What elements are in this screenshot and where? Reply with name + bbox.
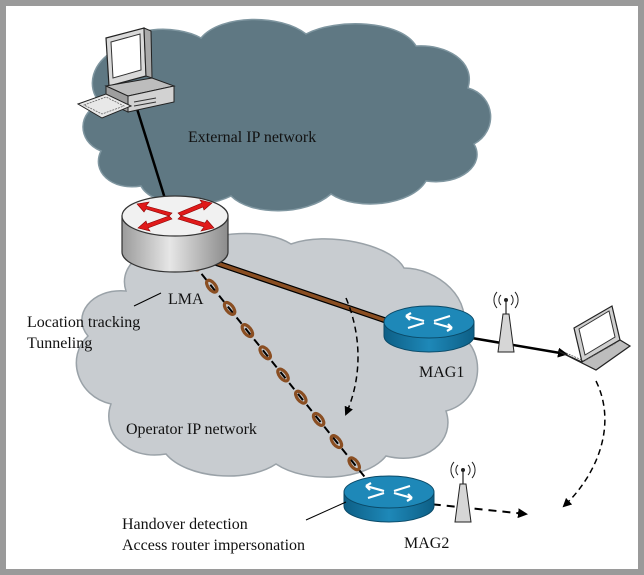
mag2-function-access-router-impersonation: Access router impersonation bbox=[122, 537, 305, 554]
external-ip-network-cloud: External IP network bbox=[82, 18, 492, 212]
chain-link bbox=[222, 300, 237, 316]
mag1-label: MAG1 bbox=[419, 364, 464, 381]
chain-link bbox=[276, 367, 290, 383]
mag2-outward-arrow bbox=[390, 499, 528, 519]
chain-link bbox=[240, 323, 255, 339]
lma-router-icon bbox=[121, 195, 229, 273]
mag1-router-icon bbox=[383, 305, 475, 353]
antenna-icon bbox=[450, 461, 476, 523]
network-diagram: External IP network Operator IP network bbox=[27, 18, 632, 554]
lma-function-location-tracking: Location tracking bbox=[27, 314, 140, 331]
mag2-function-handover-detection: Handover detection bbox=[122, 516, 248, 533]
chain-link bbox=[329, 434, 344, 450]
lma-callout-line bbox=[133, 292, 162, 307]
chain-link bbox=[347, 456, 362, 472]
lma-mag1-tunnel bbox=[183, 250, 397, 326]
lma-label: LMA bbox=[168, 291, 204, 308]
mag2-label: MAG2 bbox=[404, 535, 449, 552]
operator-network-label: Operator IP network bbox=[126, 421, 257, 438]
mag2-callout-line bbox=[305, 501, 347, 521]
mag2-router-icon bbox=[343, 475, 435, 523]
laptop-icon bbox=[557, 305, 632, 371]
desktop-computer-icon bbox=[76, 27, 176, 119]
antenna-icon bbox=[493, 291, 519, 353]
chain-link bbox=[258, 345, 273, 361]
lma-mag2-dashed-link bbox=[183, 251, 381, 497]
operator-ip-network-cloud: Operator IP network bbox=[75, 232, 479, 478]
lma-function-tunneling: Tunneling bbox=[27, 335, 92, 352]
mag1-white-arrows bbox=[405, 312, 453, 332]
external-network-label: External IP network bbox=[188, 129, 316, 146]
mobile-move-arrow bbox=[562, 380, 606, 508]
lma-red-arrows bbox=[136, 199, 215, 232]
chain-link bbox=[293, 389, 308, 405]
chain-link bbox=[204, 278, 219, 294]
handover-arrows bbox=[344, 297, 606, 508]
chain-link bbox=[311, 411, 326, 427]
mag2-white-arrows bbox=[365, 482, 413, 502]
handover-curve-arrow bbox=[344, 297, 359, 416]
